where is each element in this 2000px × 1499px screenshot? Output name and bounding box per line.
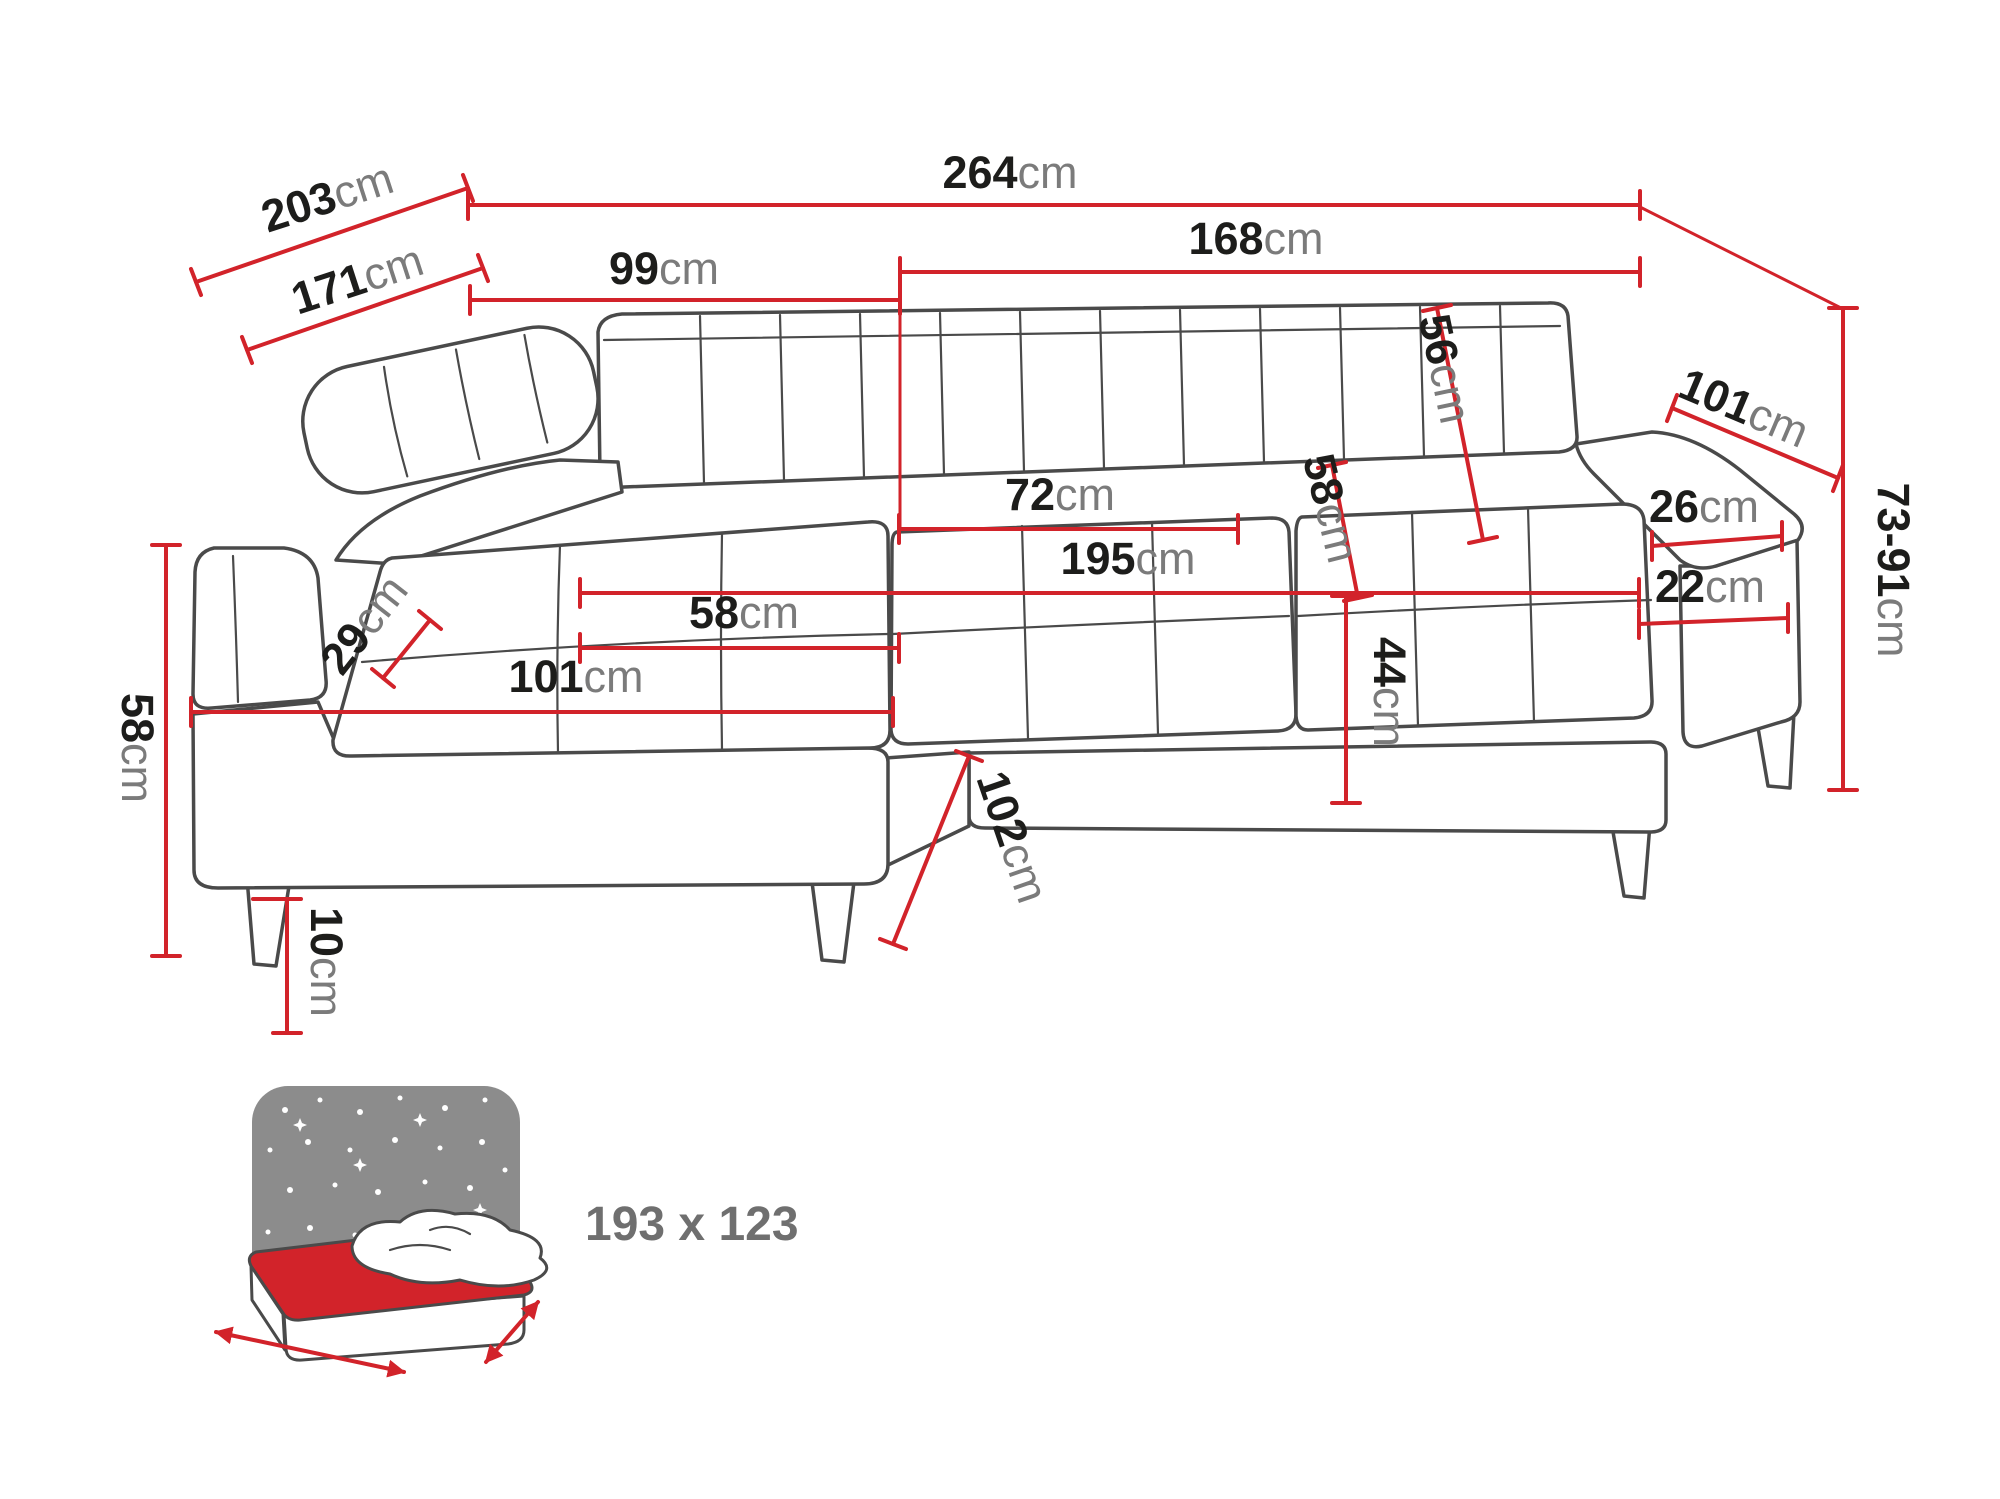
sofa-right-armrest-top (1574, 430, 1804, 570)
dim-label-leg-height: 10cm (301, 907, 352, 1017)
blanket-folds (388, 1225, 472, 1252)
sleeping-bed-icon: 193 x 123 (214, 1086, 799, 1378)
dim-label-seat-cushion-width: 72cm (1005, 469, 1115, 520)
sofa-left-armrest (191, 546, 328, 710)
dim-line-seat-cushion-width (897, 513, 1240, 545)
sofa-leg-right-inner (1610, 822, 1652, 900)
dim-line-seat-section-width (898, 256, 1642, 288)
dimension-labels: 203cm 171cm 264cm 168cm 99cm 56cm 101cm … (112, 147, 1919, 1017)
dim-label-armrest-width: 22cm (1655, 561, 1765, 612)
sofa-seat-cushion-1 (889, 516, 1298, 746)
sofa-drawing (191, 301, 1804, 968)
dim-label-height-range: 73-91cm (1868, 482, 1919, 657)
bed-width-arrow (214, 1326, 406, 1378)
sofa-chaise-side-face (884, 750, 971, 868)
dim-line-chaise-front-depth (878, 749, 984, 951)
sofa-headrest-seams (382, 333, 549, 478)
dim-label-seat-section-width: 168cm (1188, 213, 1323, 264)
sofa-headrest (301, 325, 600, 495)
sofa-left-armrest-seam (231, 554, 240, 704)
dim-label-backrest-height: 56cm (1409, 310, 1482, 428)
bed-depth-arrow (484, 1300, 540, 1364)
dim-label-chaise-length: 101cm (508, 651, 643, 702)
bed-size-arrows (214, 1300, 540, 1378)
sofa-leg-front-left (245, 876, 292, 968)
sofa-leg-front-right (810, 880, 856, 964)
sofa-backrest-seams (602, 304, 1562, 485)
sleeping-area-size-label: 193 x 123 (585, 1198, 799, 1251)
dim-line-width-total (466, 189, 1843, 310)
dimension-lines (150, 173, 1859, 1035)
sofa-seat-cushion-2-seams (1296, 506, 1653, 728)
dim-label-corner-back-width: 99cm (609, 243, 719, 294)
dim-line-seat-length (578, 577, 1641, 609)
dim-label-chaise-seat-width: 58cm (689, 587, 799, 638)
sofa-right-armrest-front (1678, 538, 1802, 749)
dim-label-width-total: 264cm (942, 147, 1077, 198)
sofa-seat-cushion-1-seams (891, 520, 1291, 740)
blanket (350, 1208, 549, 1288)
dim-line-side-height (150, 543, 182, 958)
sofa-main-base (967, 740, 1668, 834)
dim-label-depth-total: 203cm (255, 152, 399, 242)
dim-line-chaise-arm-detail (370, 609, 443, 689)
dim-line-depth-inner (240, 253, 490, 365)
dim-line-backrest-height (1421, 303, 1499, 545)
sofa-chaise-cushion (331, 520, 892, 758)
dim-label-seat-length: 195cm (1060, 533, 1195, 584)
dim-line-chaise-seat-width (578, 632, 901, 664)
dim-label-armrest-top-width: 26cm (1649, 481, 1759, 532)
dim-line-leg-height (251, 897, 303, 1035)
dim-label-side-height: 58cm (112, 693, 163, 803)
dim-line-seat-height (1330, 594, 1362, 805)
dim-line-corner-back-width (468, 284, 902, 529)
dim-label-seat-height: 44cm (1364, 637, 1415, 747)
dim-line-armrest-width (1637, 602, 1790, 640)
dim-line-depth-total (189, 173, 475, 297)
sofa-left-back-corner (334, 458, 624, 566)
dim-line-armrest-top-width (1650, 520, 1784, 562)
dim-line-chaise-length (189, 696, 895, 728)
sofa-chaise-cushion-seams (360, 531, 890, 755)
dim-line-height-range (1827, 306, 1859, 792)
sofa-seat-cushion-2 (1294, 502, 1654, 732)
